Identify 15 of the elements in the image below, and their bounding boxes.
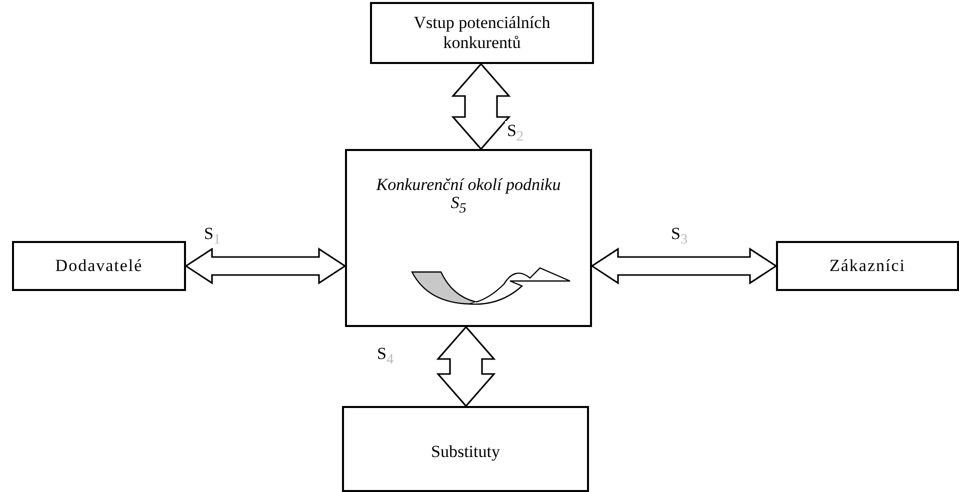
node-label: Zákazníci xyxy=(829,256,906,276)
force-label: S$_{5}$ xyxy=(450,193,468,218)
double-block-arrow xyxy=(184,248,346,284)
node-label: Konkurenční okolí podniku xyxy=(375,175,562,196)
customers-box xyxy=(776,241,959,291)
double-block-arrow xyxy=(451,62,511,150)
node-label: Substituty xyxy=(431,442,500,462)
double-block-arrow xyxy=(436,326,496,408)
double-block-arrow xyxy=(590,248,778,284)
suppliers-box xyxy=(12,241,186,291)
competition-box xyxy=(345,149,592,327)
node-label: Dodavatelé xyxy=(55,256,143,276)
node-label: Vstup potenciálních konkurentů xyxy=(412,12,552,54)
entrants-box xyxy=(370,2,594,64)
substitutes-box xyxy=(342,406,589,492)
